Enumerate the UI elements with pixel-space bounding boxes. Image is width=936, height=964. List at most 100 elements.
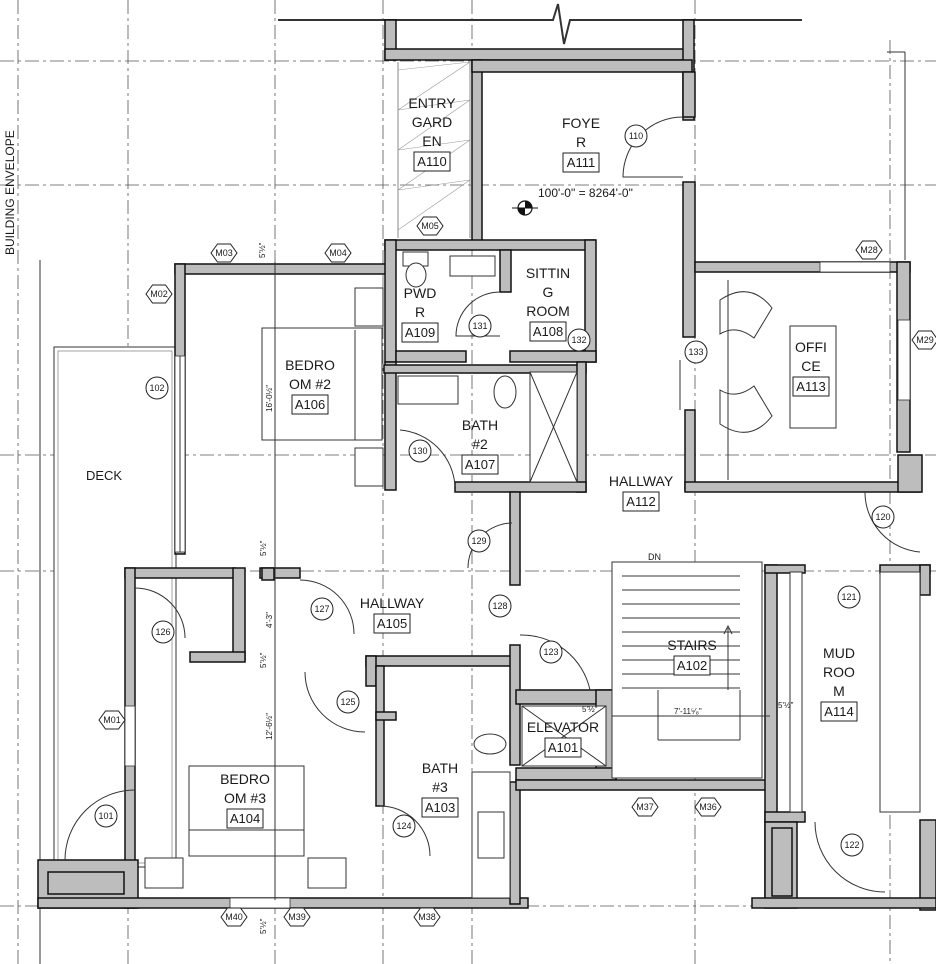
door-tag: 126 <box>151 620 175 644</box>
room-number-box <box>562 152 600 173</box>
dim-stair-right: 5'½" <box>778 701 794 710</box>
door-tag-text: 127 <box>314 604 329 614</box>
room-number: A103 <box>425 800 455 815</box>
room-number: A107 <box>465 457 495 472</box>
room-name-line: ROO <box>823 664 855 680</box>
room-number: A111 <box>567 155 595 170</box>
window-tag: M39 <box>283 907 311 927</box>
room-number-box <box>544 737 582 758</box>
window-tag-text: M38 <box>418 912 436 922</box>
window-tag-text: M36 <box>699 802 717 812</box>
window-tag: M03 <box>210 243 238 263</box>
door-tag: 128 <box>488 594 512 618</box>
dim-stair-width: 7'-11⁵⁄₈" <box>674 707 702 716</box>
door-tag-text: 124 <box>396 821 411 831</box>
room-name-line: BEDRO <box>220 771 270 787</box>
window-tag-text: M05 <box>421 221 439 231</box>
room-number-box <box>820 701 858 722</box>
door-tag: 123 <box>539 640 563 664</box>
room-name-line: HALLWAY <box>609 473 674 489</box>
window-tag-text: M28 <box>860 245 878 255</box>
window-tag: M29 <box>911 330 936 350</box>
room-number-box <box>373 613 411 634</box>
window-tag-text: M37 <box>636 802 654 812</box>
door-tag-text: 129 <box>471 536 486 546</box>
room-number-box <box>401 322 439 343</box>
room-number: A113 <box>796 379 825 394</box>
room-name-line: ROOM <box>526 303 570 319</box>
entry-garden-hatch <box>397 61 471 238</box>
room-number-box <box>529 321 567 342</box>
door-tag-text: 126 <box>155 627 170 637</box>
dim-hall-depth: 4'-3" <box>265 612 274 628</box>
room-name-line: BATH <box>422 760 458 776</box>
room-bed2: BEDRO OM #2 A106 <box>285 357 335 415</box>
room-number-box <box>673 655 711 676</box>
dim-bed2-top: 5'½" <box>258 242 267 258</box>
door-tag-text: 130 <box>412 446 427 456</box>
room-name-line: BEDRO <box>285 357 335 373</box>
window-tag: M04 <box>324 243 352 263</box>
room-number: A106 <box>295 397 325 412</box>
room-number-box <box>226 808 264 829</box>
door-tag-text: 102 <box>149 383 164 393</box>
room-number-box <box>622 491 660 512</box>
room-name-line: BATH <box>462 417 498 433</box>
door-tag-text: 128 <box>492 601 507 611</box>
dim-hall-offset-b: 5'½" <box>259 652 268 668</box>
room-number-box <box>413 151 451 172</box>
door-tag: 121 <box>837 585 861 609</box>
room-name-line: CE <box>801 358 820 374</box>
window-tag: M36 <box>694 797 722 817</box>
door-tag: 124 <box>392 814 416 838</box>
room-name-line: OM #3 <box>224 790 266 806</box>
door-tag: 133 <box>684 340 708 364</box>
building-envelope-label: BUILDING ENVELOPE <box>3 130 17 255</box>
door-tag: 110 <box>624 124 648 148</box>
room-name-line: OM #2 <box>289 376 331 392</box>
break-line <box>278 3 802 45</box>
room-name-line: R <box>576 134 586 150</box>
room-name-line: #2 <box>472 436 488 452</box>
dim-bed3-depth: 12'-6½" <box>265 713 274 740</box>
door-tag: 130 <box>408 439 432 463</box>
door-tag-text: 132 <box>571 335 586 345</box>
room-name-line: HALLWAY <box>360 595 425 611</box>
walls <box>37 19 936 911</box>
window-tag: M02 <box>145 284 173 304</box>
window-tag-text: M29 <box>916 335 934 345</box>
room-number: A104 <box>230 811 260 826</box>
door-tag-text: 131 <box>472 321 487 331</box>
door-tag-text: 101 <box>98 811 113 821</box>
elevation-note: 100'-0" = 8264'-0" <box>538 186 633 200</box>
fixtures <box>144 251 921 899</box>
window-openings <box>124 261 911 909</box>
room-number-box <box>792 376 830 397</box>
room-name-line: #3 <box>432 779 448 795</box>
tags: 110 131 132 102 133 130 120 129 128 127 126 123 121 1… <box>94 124 936 927</box>
room-number-box <box>461 454 499 475</box>
room-labels: ENTRYGARDENA110FOYERA111PWDRA109SITTINGR… <box>220 95 858 829</box>
room-name-line: ELEVATOR <box>527 719 599 735</box>
window-tag-text: M02 <box>150 289 168 299</box>
window-tag: M01 <box>98 710 126 730</box>
door-tag: 132 <box>567 328 591 352</box>
door-tag-text: 120 <box>875 512 890 522</box>
window-tag-text: M04 <box>329 248 347 258</box>
window-tag: M37 <box>631 797 659 817</box>
door-tag: 102 <box>145 376 169 400</box>
room-name-line: STAIRS <box>667 637 717 653</box>
door-tag: 127 <box>310 597 334 621</box>
room-number: A110 <box>417 154 446 169</box>
